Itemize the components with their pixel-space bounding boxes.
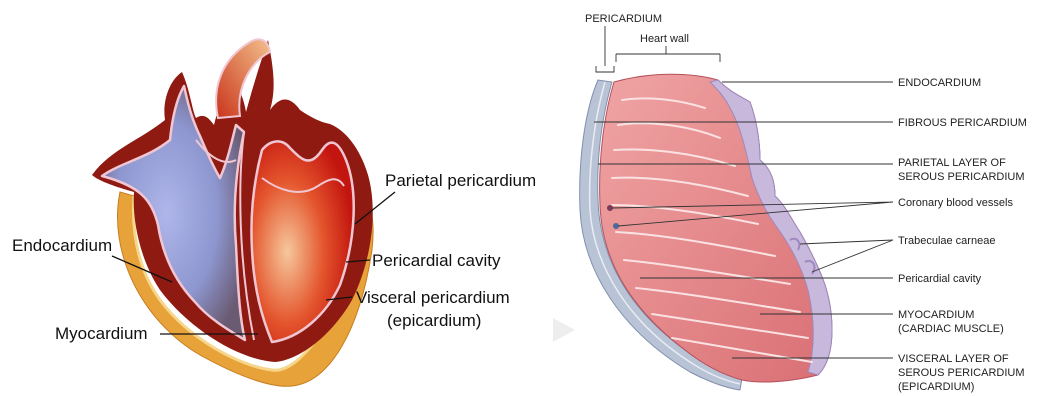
label-pericardium-top: PERICARDIUM [585, 13, 662, 25]
label-parietal-pericardium: Parietal pericardium [385, 171, 536, 190]
label-epicardium: (epicardium) [387, 311, 481, 330]
label-visceral-pericardium: Visceral pericardium [356, 288, 510, 307]
label-pericardial-cavity-right: Pericardial cavity [898, 273, 982, 285]
label-parietal-layer-2: SEROUS PERICARDIUM [898, 171, 1025, 183]
label-visceral-layer-2: SEROUS PERICARDIUM [898, 367, 1025, 379]
label-coronary-vessels: Coronary blood vessels [898, 197, 1013, 209]
label-heart-wall: Heart wall [640, 33, 689, 45]
label-endocardium: Endocardium [12, 236, 112, 255]
divider-mark [553, 318, 575, 342]
label-pericardial-cavity: Pericardial cavity [372, 251, 501, 270]
label-endocardium-right: ENDOCARDIUM [898, 77, 981, 89]
label-myocardium-right: MYOCARDIUM [898, 309, 974, 321]
label-fibrous-pericardium: FIBROUS PERICARDIUM [898, 117, 1027, 129]
label-myocardium: Myocardium [55, 324, 148, 343]
label-parietal-layer: PARIETAL LAYER OF [898, 157, 1006, 169]
top-brackets: PERICARDIUM Heart wall [585, 13, 720, 72]
label-visceral-layer: VISCERAL LAYER OF [898, 353, 1009, 365]
label-visceral-epicardium: (EPICARDIUM) [898, 381, 974, 393]
label-cardiac-muscle: (CARDIAC MUSCLE) [898, 323, 1004, 335]
label-trabeculae-carneae: Trabeculae carneae [898, 235, 995, 247]
